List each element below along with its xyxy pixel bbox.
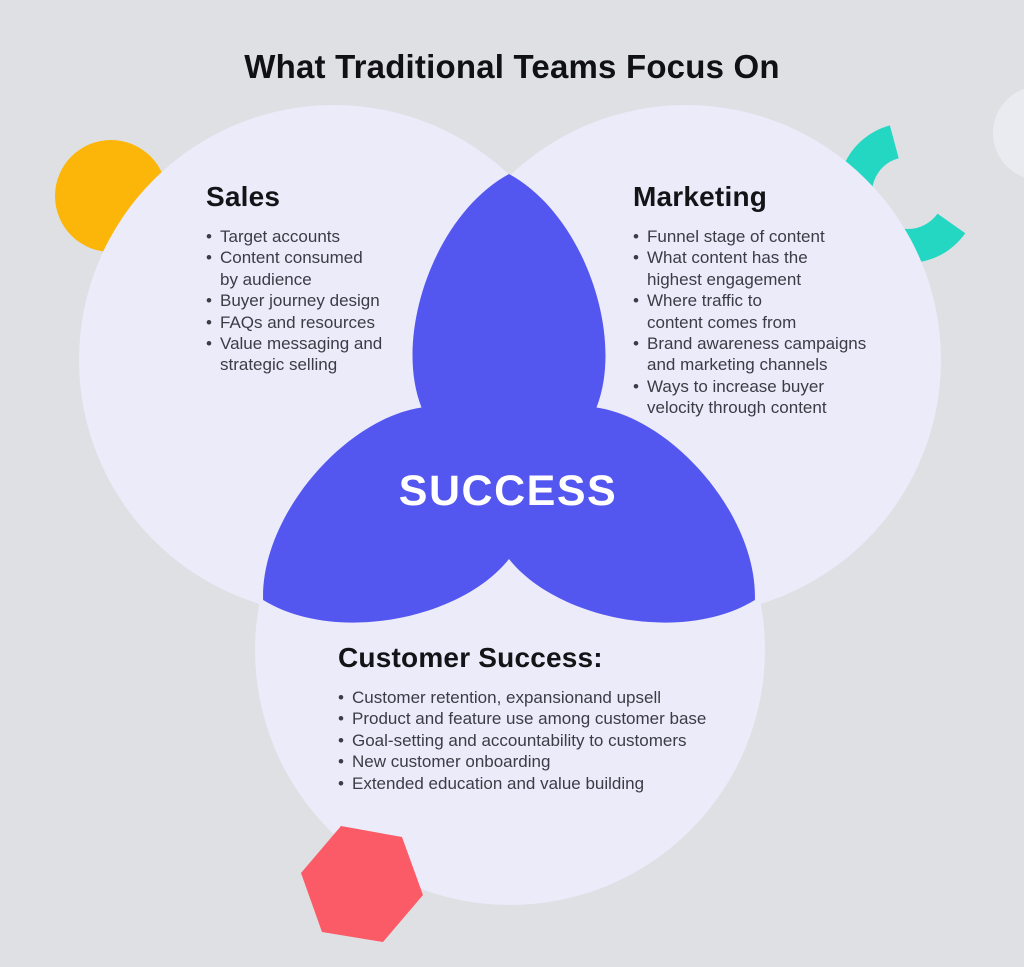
- bullet-label: Target accounts: [220, 227, 341, 246]
- list-item: • Content consumed by audience: [206, 247, 446, 290]
- bullet-label: Value messaging and strategic selling: [220, 334, 383, 375]
- bullet-icon: •: [206, 334, 212, 354]
- list-item: • Where traffic to content comes from: [633, 290, 893, 333]
- bullet-label: Extended education and value building: [352, 773, 645, 793]
- list-item: • Value messaging and strategic selling: [206, 333, 446, 376]
- bullet-label: What content has the highest engagement: [647, 248, 808, 289]
- bullet-icon: •: [633, 334, 639, 354]
- customer-success-heading: Customer Success:: [338, 642, 603, 673]
- bullet-label: Ways to increase buyer velocity through …: [647, 376, 827, 418]
- page-title: What Traditional Teams Focus On: [244, 48, 780, 85]
- red-hexagon-decoration: [301, 826, 423, 942]
- bullet-icon: •: [633, 227, 639, 246]
- bullet-icon: •: [206, 312, 212, 332]
- bullet-icon: •: [206, 227, 212, 246]
- bullet-icon: •: [338, 688, 344, 707]
- customer-success-bullet-list: • Customer retention, expansionand upsel…: [338, 687, 758, 794]
- bullet-label: Funnel stage of content: [647, 227, 825, 246]
- sales-bullet-list: • Target accounts • Content consumed by …: [206, 226, 446, 376]
- success-center-label: SUCCESS: [398, 467, 618, 515]
- bullet-icon: •: [633, 376, 639, 396]
- marketing-bullet-list: • Funnel stage of content • What content…: [633, 226, 893, 419]
- sales-heading: Sales: [206, 181, 281, 212]
- bullet-label: FAQs and resources: [220, 312, 375, 332]
- bullet-icon: •: [338, 752, 344, 772]
- list-item: • Goal-setting and accountability to cus…: [338, 730, 758, 751]
- list-item: • Ways to increase buyer velocity throug…: [633, 376, 893, 419]
- list-item: • FAQs and resources: [206, 312, 446, 333]
- bullet-icon: •: [338, 730, 344, 750]
- bullet-label: Buyer journey design: [220, 291, 380, 311]
- bullet-icon: •: [206, 248, 212, 268]
- list-item: • Product and feature use among customer…: [338, 708, 758, 729]
- list-item: • New customer onboarding: [338, 751, 758, 772]
- light-circle-decoration: [993, 88, 1024, 178]
- bullet-label: Where traffic to content comes from: [647, 291, 797, 332]
- bullet-label: Content consumed by audience: [220, 248, 363, 289]
- bullet-icon: •: [338, 773, 344, 793]
- list-item: • Extended education and value building: [338, 773, 758, 794]
- bullet-icon: •: [206, 291, 212, 311]
- marketing-heading: Marketing: [633, 181, 768, 212]
- bullet-label: Product and feature use among customer b…: [352, 709, 707, 729]
- bullet-icon: •: [633, 291, 639, 311]
- bullet-icon: •: [633, 248, 639, 268]
- list-item: • Customer retention, expansionand upsel…: [338, 687, 758, 708]
- customer-success-section: Customer Success: • Customer retention, …: [338, 642, 758, 794]
- marketing-section: Marketing • Funnel stage of content • Wh…: [633, 181, 893, 419]
- bullet-label: Customer retention, expansionand upsell: [352, 688, 662, 707]
- success-trefoil-shape: [263, 174, 755, 623]
- sales-section: Sales • Target accounts • Content consum…: [206, 181, 446, 376]
- list-item: • Target accounts: [206, 226, 446, 247]
- bullet-label: Brand awareness campaigns and marketing …: [647, 334, 867, 375]
- list-item: • Funnel stage of content: [633, 226, 893, 247]
- bullet-label: New customer onboarding: [352, 752, 551, 772]
- list-item: • What content has the highest engagemen…: [633, 247, 893, 290]
- list-item: • Brand awareness campaigns and marketin…: [633, 333, 893, 376]
- bullet-icon: •: [338, 709, 344, 729]
- list-item: • Buyer journey design: [206, 290, 446, 311]
- bullet-label: Goal-setting and accountability to custo…: [352, 730, 687, 750]
